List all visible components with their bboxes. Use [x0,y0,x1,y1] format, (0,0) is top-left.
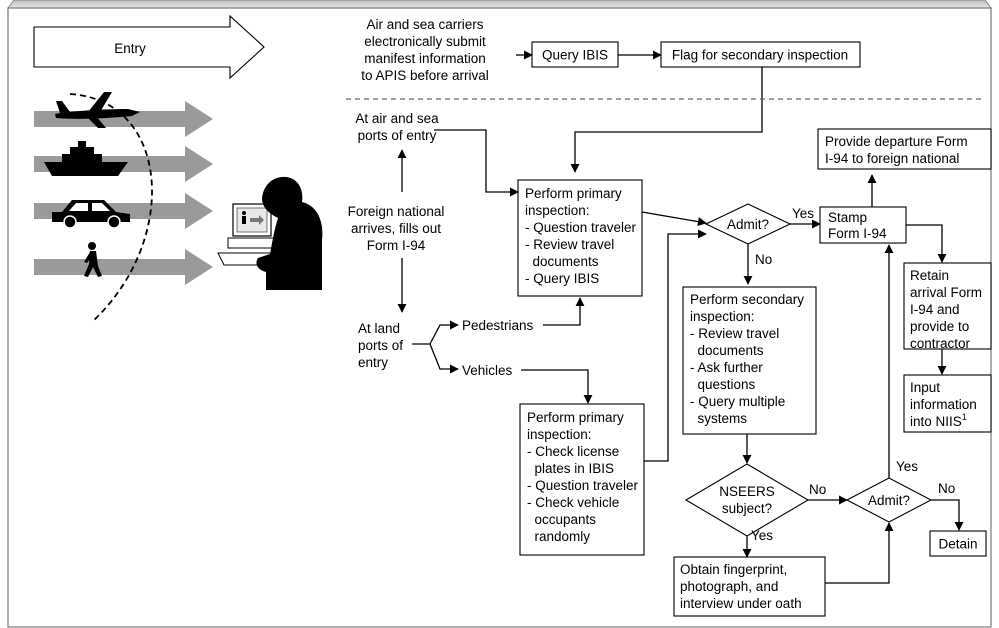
svg-text:At land: At land [358,321,400,336]
retain-arrival-box: Retain arrival Form I-94 and provide to … [903,262,992,351]
airplane-icon [55,92,140,128]
svg-text:Perform primary: Perform primary [525,186,622,201]
svg-text:Query IBIS: Query IBIS [542,48,608,63]
svg-text:arrives, fills out: arrives, fills out [351,221,441,236]
svg-text:Stamp: Stamp [828,210,867,225]
foreign-national-text: Foreign national arrives, fills out Form… [348,204,445,253]
svg-text:ports of: ports of [358,338,403,353]
entry-arrow: Entry [33,14,265,80]
svg-text:At air and sea: At air and sea [355,111,439,126]
svg-text:information: information [910,397,977,412]
svg-text:Input: Input [910,380,940,395]
svg-text:Air and sea carriers: Air and sea carriers [366,17,483,32]
svg-text:electronically submit: electronically submit [364,34,486,49]
svg-text:Retain: Retain [910,268,949,283]
secondary-inspection-box: Perform secondary inspection: - Review t… [682,286,817,435]
admit1-yes-label: Yes [792,206,814,221]
svg-text:- Question traveler: - Question traveler [527,478,639,493]
svg-text:- Ask further: - Ask further [690,360,763,375]
flag-secondary-box: Flag for secondary inspection [660,41,861,68]
svg-text:- Query IBIS: - Query IBIS [525,271,599,286]
svg-text:photograph, and: photograph, and [680,579,778,594]
query-ibis-box: Query IBIS [531,41,619,68]
svg-text:ports of entry: ports of entry [358,128,437,143]
svg-text:inspection:: inspection: [527,427,592,442]
pedestrians-label: Pedestrians [462,318,534,333]
nseers-yes-label: Yes [751,528,773,543]
entry-label: Entry [114,41,146,56]
primary-inspection-land-box: Perform primary inspection: - Check lice… [519,403,645,556]
svg-text:I-94 to foreign national: I-94 to foreign national [825,151,959,166]
svg-text:Form I-94: Form I-94 [828,226,887,241]
apis-text: Air and sea carriers electronically subm… [361,17,489,83]
ship-icon [44,141,128,176]
svg-text:systems: systems [690,411,747,426]
primary-inspection-air-box: Perform primary inspection: - Question t… [517,179,643,297]
svg-text:Admit?: Admit? [727,217,769,232]
svg-text:I-94 and: I-94 and [910,302,960,317]
entry-arc [69,93,153,323]
svg-text:Form I-94: Form I-94 [367,238,426,253]
admit-decision-2: Admit? [845,477,933,523]
detain-box: Detain [929,530,987,557]
person-at-computer-icon [217,176,323,290]
svg-text:Admit?: Admit? [868,493,910,508]
svg-text:provide to: provide to [910,319,969,334]
admit1-no-label: No [755,252,772,267]
svg-text:Perform secondary: Perform secondary [690,292,804,307]
pedestrian-icon [84,242,102,277]
svg-text:documents: documents [690,343,764,358]
svg-text:randomly: randomly [527,529,590,544]
provide-departure-box: Provide departure Form I-94 to foreign n… [817,128,992,170]
svg-text:subject?: subject? [722,501,772,516]
svg-text:- Check vehicle: - Check vehicle [527,495,619,510]
nseers-decision: NSEERS subject? [684,463,810,537]
land-ports-text: At land ports of entry [358,321,403,370]
svg-text:entry: entry [358,355,388,370]
obtain-fingerprint-box: Obtain fingerprint, photograph, and inte… [673,556,826,617]
svg-text:- Review travel: - Review travel [690,326,779,341]
svg-text:Foreign national: Foreign national [348,204,445,219]
svg-text:inspection:: inspection: [525,203,590,218]
svg-text:- Question traveler: - Question traveler [525,220,637,235]
svg-text:manifest information: manifest information [364,51,486,66]
svg-text:documents: documents [525,254,599,269]
svg-text:inspection:: inspection: [690,309,755,324]
svg-text:Detain: Detain [938,537,977,552]
svg-text:plates in IBIS: plates in IBIS [527,461,614,476]
admit2-yes-label: Yes [896,459,918,474]
input-niis-box: Input information into NIIS1 [903,374,992,433]
nseers-no-label: No [809,482,826,497]
svg-text:occupants: occupants [527,512,596,527]
stamp-form-box: Stamp Form I-94 [819,206,907,244]
gray-arrows [34,101,213,285]
svg-text:interview under oath: interview under oath [680,596,802,611]
svg-text:into NIIS1: into NIIS1 [910,412,967,429]
svg-text:contractor: contractor [910,336,971,351]
svg-text:- Review travel: - Review travel [525,237,614,252]
vehicles-label: Vehicles [462,363,513,378]
svg-text:arrival Form: arrival Form [910,285,982,300]
svg-text:- Query multiple: - Query multiple [690,394,785,409]
frame-top-bevel [7,0,992,9]
svg-text:questions: questions [690,377,756,392]
svg-text:Perform primary: Perform primary [527,410,624,425]
svg-text:to APIS before arrival: to APIS before arrival [361,68,489,83]
svg-text:Flag for secondary inspection: Flag for secondary inspection [672,48,848,63]
car-icon [52,200,130,229]
svg-text:- Check license: - Check license [527,444,619,459]
admit2-no-label: No [938,481,955,496]
svg-text:Obtain fingerprint,: Obtain fingerprint, [680,562,787,577]
svg-text:Provide departure Form: Provide departure Form [825,134,968,149]
svg-text:NSEERS: NSEERS [719,484,775,499]
admit-decision-1: Admit? [704,203,792,245]
air-sea-ports-text: At air and sea ports of entry [355,111,439,143]
